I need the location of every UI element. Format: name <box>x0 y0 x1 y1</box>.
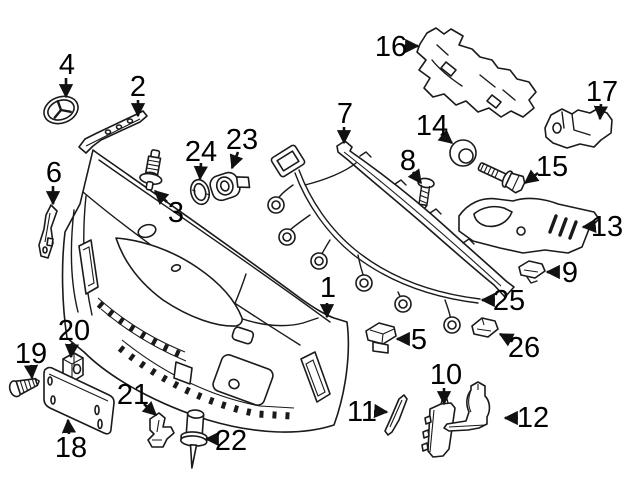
part-parking-sensor <box>209 171 251 202</box>
part-hex-bolt <box>477 162 526 194</box>
part-mounting-stud <box>139 149 163 191</box>
arrow-21 <box>141 401 158 416</box>
callout-label-8[interactable]: 8 <box>400 145 416 177</box>
arrow-23 <box>229 151 244 170</box>
part-upper-molding-strip <box>78 110 148 154</box>
arrow-11 <box>373 403 389 419</box>
callout-label-16[interactable]: 16 <box>375 31 407 63</box>
part-side-strip <box>384 394 408 436</box>
callout-label-2[interactable]: 2 <box>130 71 146 103</box>
part-emblem-badge <box>43 95 79 125</box>
arrow-19 <box>23 364 39 380</box>
part-license-plate-bracket <box>43 366 115 435</box>
part-energy-absorber <box>416 27 537 118</box>
callout-label-5[interactable]: 5 <box>411 324 427 356</box>
part-corner-bracket <box>443 381 491 432</box>
callout-label-23[interactable]: 23 <box>226 124 258 156</box>
callout-label-22[interactable]: 22 <box>215 425 247 457</box>
part-push-pin <box>8 377 40 398</box>
callout-label-11[interactable]: 11 <box>347 396 377 428</box>
part-lower-molding-strip <box>336 140 515 298</box>
part-clip-bracket <box>147 412 175 448</box>
arrow-17 <box>593 103 608 121</box>
arrow-13 <box>581 218 597 233</box>
arrow-3 <box>153 190 170 205</box>
callout-labels: 1 2 3 4 5 6 7 8 9 10 11 12 13 14 15 16 1… <box>15 31 623 464</box>
arrow-15 <box>523 169 540 185</box>
part-sensor-seal-ring <box>189 178 211 206</box>
callout-arrows <box>23 38 608 447</box>
part-bumper-cover <box>61 149 350 433</box>
part-retaining-clip-9 <box>518 260 546 284</box>
callout-label-1[interactable]: 1 <box>320 272 336 304</box>
callout-label-17[interactable]: 17 <box>586 76 618 108</box>
callout-label-4[interactable]: 4 <box>59 49 75 81</box>
part-cap-cover <box>471 317 499 338</box>
callout-label-21[interactable]: 21 <box>117 379 149 411</box>
arrow-26 <box>498 332 515 347</box>
part-outer-support-bracket <box>458 197 600 254</box>
callout-label-6[interactable]: 6 <box>46 157 62 189</box>
arrow-18 <box>61 418 77 435</box>
callout-label-13[interactable]: 13 <box>591 211 623 243</box>
callout-label-12[interactable]: 12 <box>517 402 549 434</box>
arrow-20 <box>64 342 80 359</box>
callout-label-26[interactable]: 26 <box>508 332 540 364</box>
callout-label-9[interactable]: 9 <box>562 257 578 289</box>
part-side-cover <box>38 204 58 259</box>
callout-label-18[interactable]: 18 <box>55 432 87 464</box>
arrow-24 <box>193 162 208 181</box>
callout-label-7[interactable]: 7 <box>337 98 353 130</box>
callout-label-25[interactable]: 25 <box>493 285 525 317</box>
part-side-mount-bracket <box>544 108 613 149</box>
callout-label-15[interactable]: 15 <box>536 151 568 183</box>
callout-label-10[interactable]: 10 <box>430 359 462 391</box>
callout-label-19[interactable]: 19 <box>15 338 47 370</box>
callout-label-3[interactable]: 3 <box>168 197 184 229</box>
callout-label-14[interactable]: 14 <box>416 110 448 142</box>
part-retaining-clip-5 <box>365 322 397 354</box>
callout-label-20[interactable]: 20 <box>58 315 90 347</box>
part-wiring-harness <box>267 144 481 334</box>
arrow-8 <box>407 168 423 185</box>
callout-label-24[interactable]: 24 <box>185 136 217 168</box>
arrow-14 <box>437 129 454 145</box>
part-grommet <box>449 139 477 167</box>
